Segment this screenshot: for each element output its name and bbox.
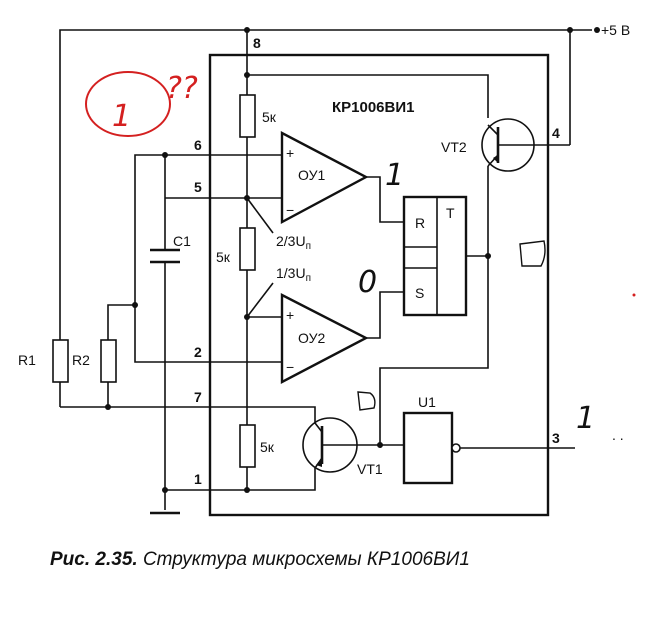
flipflop-r-label: R <box>415 215 425 231</box>
pin-5-label: 5 <box>194 179 202 195</box>
r2-resistor <box>100 339 117 383</box>
pin-6-label: 6 <box>194 137 202 153</box>
opamp2-output-annotation: 0 <box>358 265 377 300</box>
circled-annotation <box>85 71 171 137</box>
resistor-top <box>239 94 256 138</box>
resistor-middle <box>239 227 256 271</box>
pin-2-label: 2 <box>194 344 202 360</box>
question-marks: ?? <box>166 71 198 106</box>
opamp1-triangle <box>280 131 369 225</box>
figure-caption: Рис. 2.35. Структура микросхемы КР1006ВИ… <box>50 549 630 571</box>
ground-rail <box>165 468 316 491</box>
vt1-label: VT1 <box>357 461 383 477</box>
chip-name: КР1006ВИ1 <box>332 99 415 116</box>
rs-flipflop <box>402 195 468 317</box>
threshold-upper: 2/3Uп <box>276 233 311 252</box>
opamp2-label: ОУ2 <box>298 330 325 346</box>
chip-outline <box>208 53 550 517</box>
vt2-label: VT2 <box>441 139 467 155</box>
pin-3-label: 3 <box>552 430 560 446</box>
caption-label: Рис. 2.35. <box>50 549 138 570</box>
opamp2-minus: − <box>286 359 294 375</box>
threshold-lower: 1/3Uп <box>276 265 311 284</box>
circled-number: 1 <box>112 99 131 134</box>
opamp1-output-annotation: 1 <box>385 158 404 193</box>
opamp2-triangle <box>280 293 369 384</box>
pin-1-label: 1 <box>194 471 202 487</box>
res-bot-label: 5к <box>260 439 275 455</box>
supply-label: +5 В <box>601 22 630 38</box>
opamp1-plus: + <box>286 145 294 161</box>
res-mid-label: 5к <box>216 249 231 265</box>
pin-7-label: 7 <box>194 389 202 405</box>
opamp2-plus: + <box>286 307 294 323</box>
supply-rail <box>59 29 592 355</box>
resistor-bottom <box>239 424 256 468</box>
opamp1-minus: − <box>286 202 294 218</box>
trailing-dots: . . <box>612 427 624 443</box>
flipflop-s-label: S <box>415 285 424 301</box>
handwritten-zero-vt1 <box>357 391 376 411</box>
caption-text: Структура микросхемы КР1006ВИ1 <box>142 549 470 570</box>
pin-4-label: 4 <box>552 125 560 141</box>
c1-label: C1 <box>173 233 191 249</box>
res-top-label: 5к <box>262 109 277 125</box>
r1-resistor <box>52 339 69 383</box>
r1-label: R1 <box>18 352 36 368</box>
u1-inverter <box>402 411 454 485</box>
opamp1-label: ОУ1 <box>298 167 325 183</box>
pin-8-label: 8 <box>253 35 261 51</box>
flipflop-t-label: T <box>446 205 455 221</box>
r2-label: R2 <box>72 352 90 368</box>
pin3-output-annotation: 1 <box>576 401 595 436</box>
u1-label: U1 <box>418 394 436 410</box>
handwritten-zero-flipflop <box>519 240 546 267</box>
